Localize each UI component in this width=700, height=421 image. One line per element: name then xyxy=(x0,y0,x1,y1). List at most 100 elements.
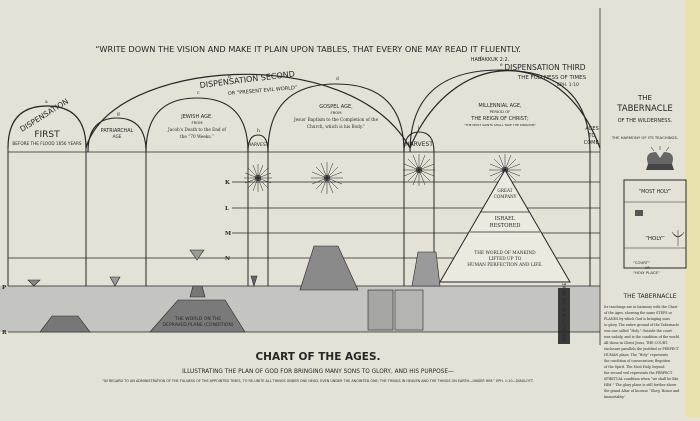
svg-text:i: i xyxy=(418,125,420,131)
plane-letters: K L M N P R xyxy=(2,180,231,336)
world-base-line1: THE WORLD ON THE xyxy=(174,316,221,322)
patriarchal-subtitle: AGE xyxy=(113,134,122,139)
dispensation-first-subtitle: BEFORE THE FLOOD 1656 YEARS xyxy=(12,141,81,146)
gospel-line2: Jesus' Baptism to the Completion of the xyxy=(293,117,379,122)
svg-text:was one called “Holy.” Outside: was one called “Holy.” Outside the court xyxy=(604,329,672,333)
tabernacle-subtitle: OF THE WILDERNESS. xyxy=(618,118,673,124)
court-holy-place: “HOLY PLACE” xyxy=(633,270,660,275)
svg-text:f: f xyxy=(480,56,482,62)
ages-to-come-line2: TO xyxy=(588,133,596,139)
age-pyramids xyxy=(27,245,441,333)
tabernacle-title-the: THE xyxy=(637,94,652,102)
svg-text:h: h xyxy=(257,128,260,134)
pyramid-company: COMPANY xyxy=(494,194,517,199)
depraved-plane-band xyxy=(0,286,600,332)
millennial-title: MILLENNIAL AGE, xyxy=(478,103,522,109)
jewish-title: JEWISH AGE. xyxy=(180,114,213,120)
destruction-column-text: DESTRUCTION OF THE WICKED xyxy=(562,280,567,342)
pyramid-lifted: LIFTED UP TO xyxy=(489,257,522,262)
glory-sun-2 xyxy=(311,162,343,194)
svg-text:K: K xyxy=(225,180,230,186)
gospel-title: GOSPEL AGE, xyxy=(319,104,353,110)
svg-text:of the Spirit. The Most Holy,: of the Spirit. The Most Holy, beyond xyxy=(604,365,665,369)
tabernacle-outline xyxy=(623,179,687,269)
gospel-line3: Church, which is his Body.” xyxy=(307,124,365,129)
tabernacle-caption: THE TABERNACLE xyxy=(622,293,676,300)
svg-text:HUMAN plane. The “Holy” repres: HUMAN plane. The “Holy” represents xyxy=(604,353,668,357)
arch-dispensation-first xyxy=(7,105,87,149)
svg-text:g: g xyxy=(117,112,120,117)
tabernacle-harmony: THE HARMONY OF ITS TEACHINGS. xyxy=(611,135,678,140)
dispensation-third-subtitle: THE FULLNESS OF TIMES xyxy=(517,75,587,81)
svg-text:a: a xyxy=(45,100,48,105)
ages-to-come-line1: AGES xyxy=(585,126,599,132)
tabernacle-body: Its teachings are in harmony with the Ch… xyxy=(603,305,680,399)
header-quote: “WRITE DOWN THE VISION AND MAKE IT PLAIN… xyxy=(95,44,521,54)
glory-sun-1 xyxy=(244,164,272,192)
svg-text:the second veil represents the: the second veil represents the PERFECT xyxy=(604,371,673,375)
svg-text:R: R xyxy=(2,330,7,336)
svg-text:was unholy, and is the conditi: was unholy, and is the condition of the … xyxy=(604,335,680,339)
arch-harvest-two xyxy=(403,131,435,153)
svg-text:the grand Altar of Incense “Gl: the grand Altar of Incense “Glory, Honor… xyxy=(604,389,680,393)
jewish-line2: Jacob's Death to the End of xyxy=(167,127,226,132)
pyramid-israel: ISRAEL xyxy=(495,216,516,222)
svg-text:M: M xyxy=(225,231,231,237)
arch-patriarchal xyxy=(87,117,147,153)
svg-text:to glory. The entire ground of: to glory. The entire ground of the Taber… xyxy=(604,323,679,327)
world-base-line2: DEPRAVED PLANE (CONDITION) xyxy=(163,322,234,328)
arch-harvest-one xyxy=(247,134,269,153)
svg-text:b: b xyxy=(228,74,231,80)
court-label: “COURT” xyxy=(633,260,650,265)
dispensation-first-word: FIRST xyxy=(34,130,60,140)
arch-millennial xyxy=(409,69,591,153)
svg-text:PLANES by which God is bringin: PLANES by which God is bringing sons xyxy=(604,317,670,321)
arch-dispensation-third xyxy=(409,70,601,149)
destruction-column xyxy=(558,288,570,344)
dispensation-third-title: DISPENSATION THIRD xyxy=(504,63,585,72)
patriarchal-title: PATRIARCHAL xyxy=(101,128,134,134)
tabernacle-panel: THE TABERNACLE OF THE WILDERNESS. THE HA… xyxy=(603,94,687,399)
svg-text:SPIRITUAL condition when “we s: SPIRITUAL condition when “we shall be li… xyxy=(604,377,678,381)
pyramid-restored: RESTORED xyxy=(490,223,521,229)
svg-text:the condition of consecration;: the condition of consecration; Begotten xyxy=(604,359,671,363)
court-or: OR xyxy=(645,266,651,270)
millennial-line2: THE REIGN OF CHRIST; xyxy=(470,116,529,122)
arch-jewish xyxy=(145,97,249,153)
dispensation-arches xyxy=(7,70,601,149)
lampstand-icon xyxy=(671,230,685,246)
harvest-two-label: HARVEST xyxy=(405,141,433,148)
age-arches xyxy=(87,69,591,153)
chart-subtitle: ILLUSTRATING THE PLAN OF GOD FOR BRINGIN… xyxy=(182,369,454,375)
pyramid-great: GREAT xyxy=(497,188,512,193)
age-labels: PATRIARCHAL AGE JEWISH AGE. FROM Jacob's… xyxy=(101,103,601,148)
chart-footer-quote: “IN REGARD TO AN ADMINISTRATION OF THE F… xyxy=(102,379,533,383)
svg-text:d: d xyxy=(336,76,339,82)
yellow-edge-strip xyxy=(686,0,700,417)
arch-gospel xyxy=(267,83,405,153)
svg-text:All those in Christ Jesus, THE: All those in Christ Jesus, THE COURT, xyxy=(603,341,668,345)
arch-dispensation-second xyxy=(85,73,411,149)
pyramid-perfection: HUMAN PERFECTION AND LIFE. xyxy=(467,263,543,268)
ages-to-come-line3: COME. xyxy=(584,140,601,146)
millennial-line1: PERIOD OF xyxy=(490,109,511,114)
svg-text:N: N xyxy=(225,256,230,262)
dispensation-third-ref: EPH. 1:10 xyxy=(557,82,579,88)
tabernacle-title: TABERNACLE xyxy=(616,104,673,114)
most-holy-label: “MOST HOLY” xyxy=(639,189,672,195)
arch-letters: a b c d e f g h i xyxy=(45,56,503,134)
svg-text:enclosure parallels the justif: enclosure parallels the justified or PER… xyxy=(604,347,680,351)
pyramid-world: THE WORLD OF MANKIND xyxy=(474,251,536,256)
jewish-line3: the “70 Weeks.” xyxy=(180,134,214,139)
gospel-line1: FROM xyxy=(330,110,341,115)
header-quote-ref: HABAKKUK 2:2. xyxy=(471,57,510,63)
ark-emblem xyxy=(646,146,674,170)
jewish-line1: FROM xyxy=(191,120,202,125)
svg-text:e: e xyxy=(500,63,503,68)
glory-sun-3 xyxy=(403,154,435,186)
svg-text:HIM.” The glory plane is still: HIM.” The glory plane is still further a… xyxy=(604,383,676,387)
svg-text:P: P xyxy=(2,285,6,291)
